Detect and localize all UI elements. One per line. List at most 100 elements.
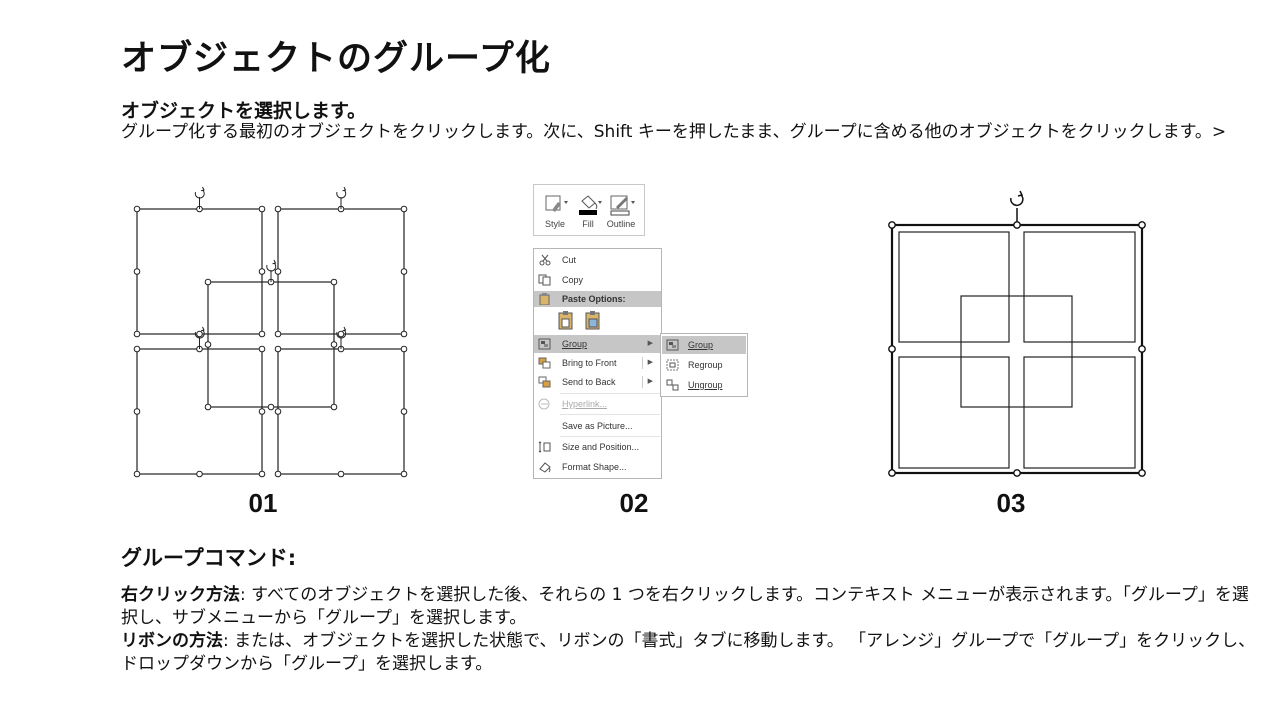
menu-split-divider — [642, 376, 643, 388]
menu-item-label: Copy — [562, 275, 584, 285]
right-click-text: : すべてのオブジェクトを選択した後、それらの 1 つを右クリックします。コンテ… — [121, 585, 1249, 628]
selection-handle[interactable] — [258, 470, 266, 478]
selection-handle[interactable] — [258, 205, 266, 213]
figure-02-label: 02 — [619, 488, 649, 518]
menu-split-divider — [642, 357, 643, 369]
menu-separator — [560, 436, 660, 437]
selection-handle[interactable] — [274, 330, 282, 338]
selection-handle[interactable] — [400, 205, 408, 213]
menu-item-label: Size and Position... — [562, 442, 640, 452]
submenu-arrow-icon: ▶ — [647, 340, 653, 347]
selection-handle[interactable] — [133, 330, 141, 338]
rotate-handle-icon — [1010, 190, 1024, 207]
selection-handle[interactable] — [258, 330, 266, 338]
selection-handle[interactable] — [133, 408, 141, 415]
selection-handle[interactable] — [400, 470, 408, 478]
step-heading: オブジェクトを選択します。 — [121, 100, 367, 122]
rotate-handle-icon[interactable] — [194, 326, 205, 339]
outline-pen-icon — [610, 195, 635, 216]
fill-button[interactable]: Fill — [571, 191, 605, 229]
selection-handle[interactable] — [330, 278, 338, 286]
menu-item-save-as-picture[interactable]: Save as Picture... — [534, 417, 661, 435]
selection-handle[interactable] — [204, 403, 212, 411]
selection-handle[interactable] — [133, 268, 141, 275]
menu-item-copy[interactable]: Copy — [534, 271, 661, 289]
rotate-handle-icon[interactable] — [336, 186, 347, 199]
submenu-item-ungroup[interactable]: Ungroup — [662, 376, 746, 394]
menu-item-size-position[interactable]: Size and Position... — [534, 438, 661, 456]
outline-button[interactable]: Outline — [604, 191, 638, 229]
rotate-handle-icon[interactable] — [336, 326, 347, 339]
selection-handle[interactable] — [337, 330, 345, 338]
paste-options-icons — [558, 311, 600, 330]
ribbon-method-label: リボンの方法 — [121, 631, 223, 651]
selection-handle[interactable] — [400, 268, 408, 275]
menu-item-label: Cut — [562, 255, 577, 265]
rotate-handle-icon[interactable] — [266, 259, 277, 272]
style-button[interactable]: Style — [538, 191, 572, 229]
style-label: Style — [544, 219, 565, 229]
size-position-icon — [538, 441, 551, 453]
selection-handle[interactable] — [274, 268, 282, 275]
regroup-icon — [666, 359, 679, 371]
figure-03-grouped-selection — [888, 190, 1146, 477]
menu-item-group[interactable]: Group ▶ — [534, 335, 661, 353]
group-icon — [666, 339, 679, 351]
copy-icon — [538, 274, 551, 286]
selection-handle[interactable] — [267, 403, 275, 411]
selection-handle[interactable] — [204, 341, 212, 348]
group-submenu: Group Regroup Ungroup — [660, 333, 748, 397]
format-shape-icon — [539, 462, 551, 473]
selection-handle[interactable] — [274, 408, 282, 415]
selection-handle[interactable] — [337, 470, 345, 478]
style-icon — [545, 195, 568, 212]
ungroup-icon — [666, 379, 679, 391]
selection-handle[interactable] — [258, 408, 266, 415]
figure-03-label: 03 — [996, 488, 1026, 518]
menu-item-format-shape[interactable]: Format Shape... — [534, 458, 661, 476]
selection-handle[interactable] — [330, 403, 338, 411]
selection-handle[interactable] — [400, 345, 408, 353]
menu-item-label: Save as Picture... — [562, 421, 633, 431]
menu-item-label: Send to Back — [562, 377, 616, 387]
menu-item-label: Bring to Front — [562, 358, 617, 368]
selection-handle[interactable] — [274, 205, 282, 213]
paste-options-label: Paste Options: — [562, 294, 626, 304]
selection-handle[interactable] — [133, 470, 141, 478]
outline-label: Outline — [606, 219, 636, 229]
selection-handle[interactable] — [204, 278, 212, 286]
menu-item-bring-to-front[interactable]: Bring to Front ▶ — [534, 354, 661, 372]
menu-item-label: Format Shape... — [562, 462, 627, 472]
selection-handle[interactable] — [196, 330, 203, 338]
page-title: オブジェクトのグループ化 — [121, 39, 551, 79]
selection-handle[interactable] — [274, 345, 282, 353]
selection-handle[interactable] — [133, 345, 141, 353]
figure-01-label: 01 — [248, 488, 278, 518]
ribbon-shape-styles: Style Fill Outline — [533, 184, 645, 236]
selection-handle[interactable] — [258, 345, 266, 353]
submenu-item-label: Ungroup — [688, 380, 723, 390]
selection-handle[interactable] — [330, 341, 338, 348]
submenu-item-regroup[interactable]: Regroup — [662, 356, 746, 374]
selection-handle[interactable] — [400, 330, 408, 338]
selection-handle[interactable] — [258, 268, 266, 275]
menu-separator — [560, 393, 660, 394]
menu-item-label: Group — [562, 339, 588, 349]
menu-item-label: Hyperlink... — [562, 399, 608, 409]
selection-handle[interactable] — [196, 470, 203, 478]
ribbon-method-text: : または、オブジェクトを選択した状態で、リボンの「書式」タブに移動します。 「… — [121, 631, 1256, 674]
menu-item-cut[interactable]: Cut — [534, 251, 661, 269]
submenu-arrow-icon: ▶ — [647, 359, 653, 366]
submenu-item-group[interactable]: Group — [662, 336, 746, 354]
send-to-back-icon — [538, 376, 551, 388]
menu-item-hyperlink[interactable]: Hyperlink... — [534, 395, 661, 413]
ribbon-method: リボンの方法: または、オブジェクトを選択した状態で、リボンの「書式」タブに移動… — [121, 630, 1261, 676]
menu-item-send-to-back[interactable]: Send to Back ▶ — [534, 373, 661, 391]
selection-handle[interactable] — [274, 470, 282, 478]
group-commands-heading: グループコマンド: — [121, 546, 297, 570]
rotate-handle-icon[interactable] — [194, 186, 205, 199]
group-commands-body: 右クリック方法: すべてのオブジェクトを選択した後、それらの 1 つを右クリック… — [121, 584, 1261, 676]
group-bounding-box — [890, 223, 1144, 475]
selection-handle[interactable] — [133, 205, 141, 213]
selection-handle[interactable] — [400, 408, 408, 415]
